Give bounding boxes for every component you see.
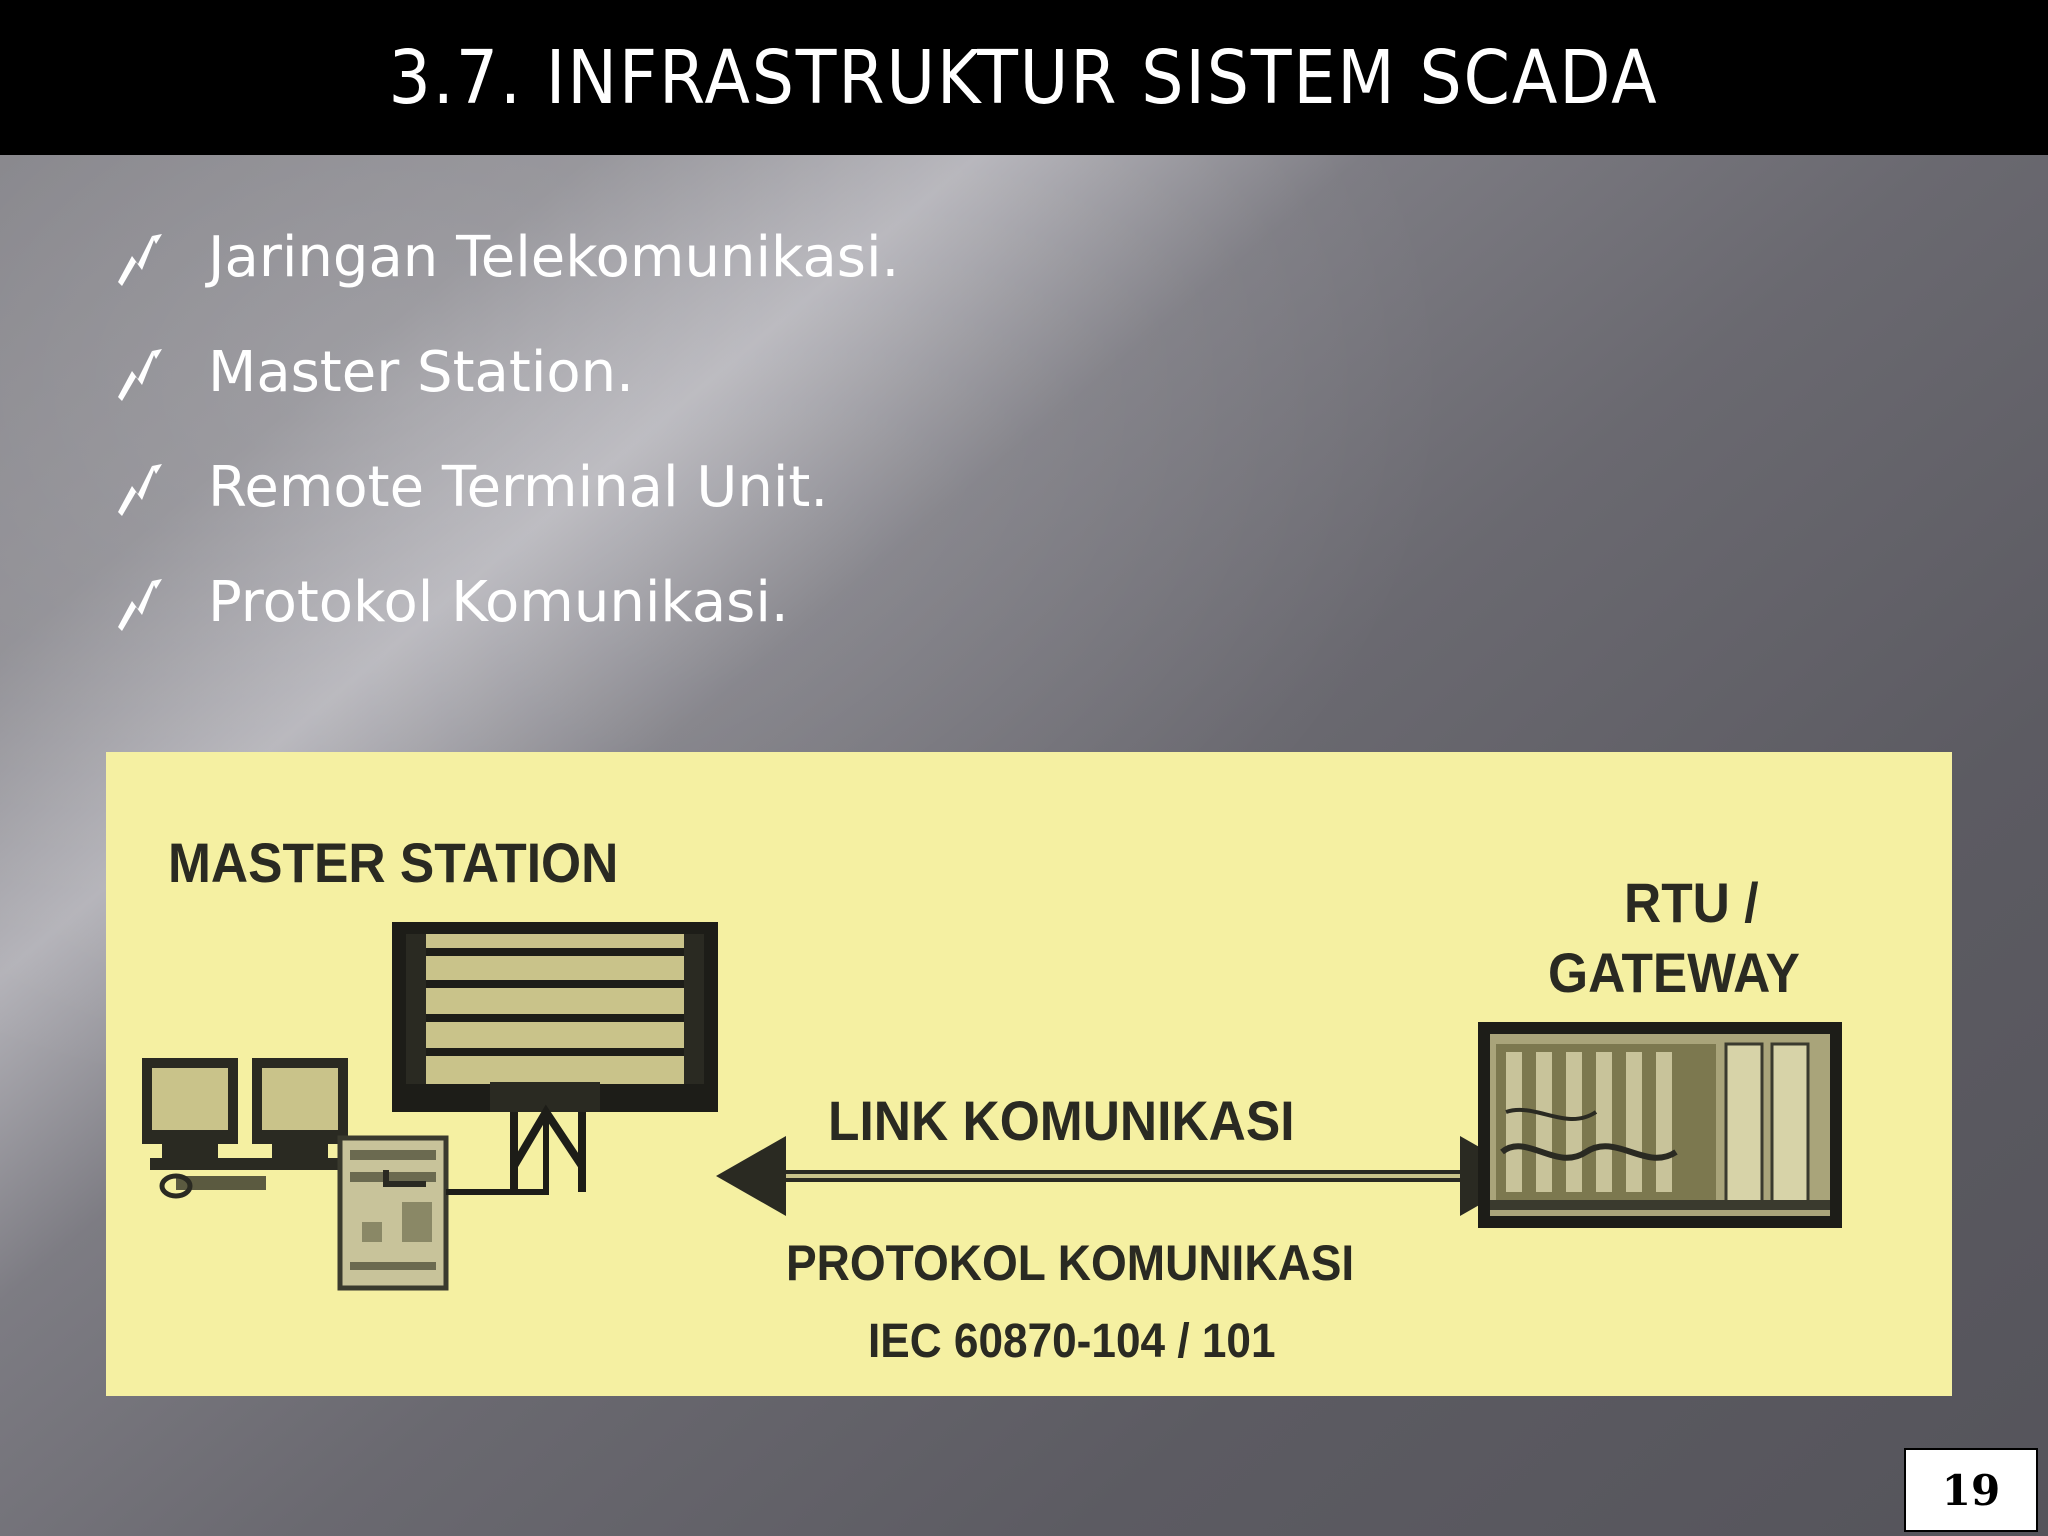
title-bar: 3.7. INFRASTRUKTUR SISTEM SCADA — [0, 0, 2048, 155]
lightning-bolt-icon — [118, 348, 162, 401]
protocol-standard: IEC 60870-104 / 101 — [868, 1315, 1276, 1368]
diagram-graphics — [142, 922, 1842, 1291]
protocol-label: PROTOKOL KOMUNIKASI — [786, 1235, 1355, 1291]
lightning-bolt-icon — [118, 463, 162, 516]
bullet-text: Jaringan Telekomunikasi. — [208, 225, 900, 290]
rtu-rack-icon — [1478, 1022, 1842, 1228]
bullet-item: Remote Terminal Unit. — [112, 430, 899, 545]
link-label: LINK KOMUNIKASI — [828, 1089, 1295, 1152]
slide-title: 3.7. INFRASTRUKTUR SISTEM SCADA — [389, 34, 1659, 121]
bullet-list: Jaringan Telekomunikasi. Master Station.… — [112, 200, 899, 660]
bullet-text: Master Station. — [208, 340, 634, 405]
workstation-monitors-icon — [142, 1058, 386, 1199]
bullet-text: Remote Terminal Unit. — [208, 455, 829, 520]
master-panel-icon — [392, 922, 718, 1192]
bullet-item: Master Station. — [112, 315, 899, 430]
lightning-bolt-icon — [118, 578, 162, 631]
bullet-item: Protokol Komunikasi. — [112, 545, 899, 660]
master-station-label: MASTER STATION — [168, 831, 619, 894]
computer-tower-icon — [337, 1112, 549, 1291]
scada-diagram: MASTER STATION RTU / GATEWAY LINK KOMUNI… — [106, 752, 1952, 1396]
bullet-item: Jaringan Telekomunikasi. — [112, 200, 899, 315]
page-number: 19 — [1904, 1448, 2038, 1532]
rtu-label-line1: RTU / — [1624, 871, 1759, 934]
lightning-bolt-icon — [118, 233, 162, 286]
bullet-text: Protokol Komunikasi. — [208, 570, 789, 635]
rtu-label-line2: GATEWAY — [1548, 941, 1800, 1004]
